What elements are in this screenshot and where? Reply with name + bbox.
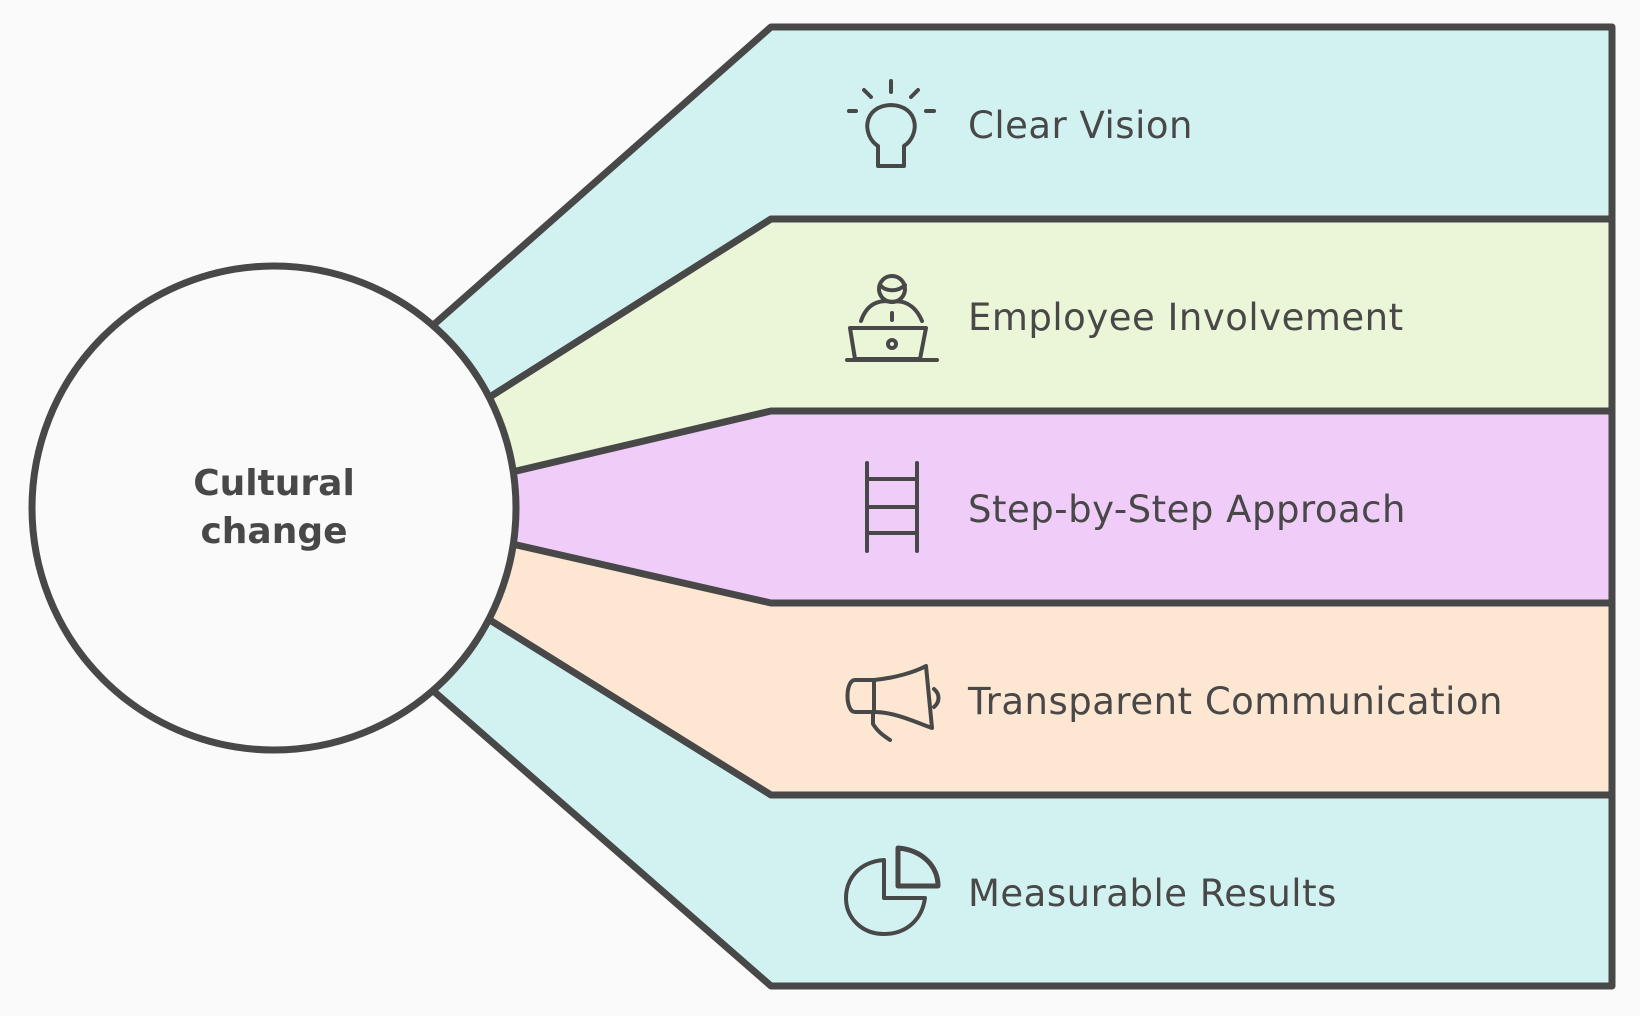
center-circle <box>28 262 520 754</box>
band-divider-4 <box>481 613 1616 799</box>
megaphone-icon <box>845 664 941 742</box>
branch-label-transparent-communication: Transparent Communication <box>968 680 1503 723</box>
band-fill-step-by-step <box>508 411 1612 603</box>
band-outline-top <box>426 23 1616 990</box>
center-title-line-1: Cultural <box>193 463 355 504</box>
ladder-icon <box>865 461 919 553</box>
center-title: Cultural change <box>193 460 355 556</box>
center-title-line-2: change <box>200 511 348 552</box>
band-fill-measurable-results <box>430 617 1612 986</box>
band-divider-3 <box>504 539 1616 607</box>
branch-label-employee-involvement: Employee Involvement <box>968 296 1404 339</box>
band-fill-clear-vision <box>430 27 1612 400</box>
band-divider-1 <box>481 215 1616 404</box>
branch-label-step-by-step: Step-by-Step Approach <box>968 488 1406 531</box>
pie-chart-icon <box>844 845 941 936</box>
person-laptop-icon <box>845 274 939 362</box>
lightbulb-icon <box>847 79 936 168</box>
band-divider-2 <box>504 407 1616 477</box>
branch-label-measurable-results: Measurable Results <box>968 872 1337 915</box>
branch-label-clear-vision: Clear Vision <box>968 104 1193 147</box>
